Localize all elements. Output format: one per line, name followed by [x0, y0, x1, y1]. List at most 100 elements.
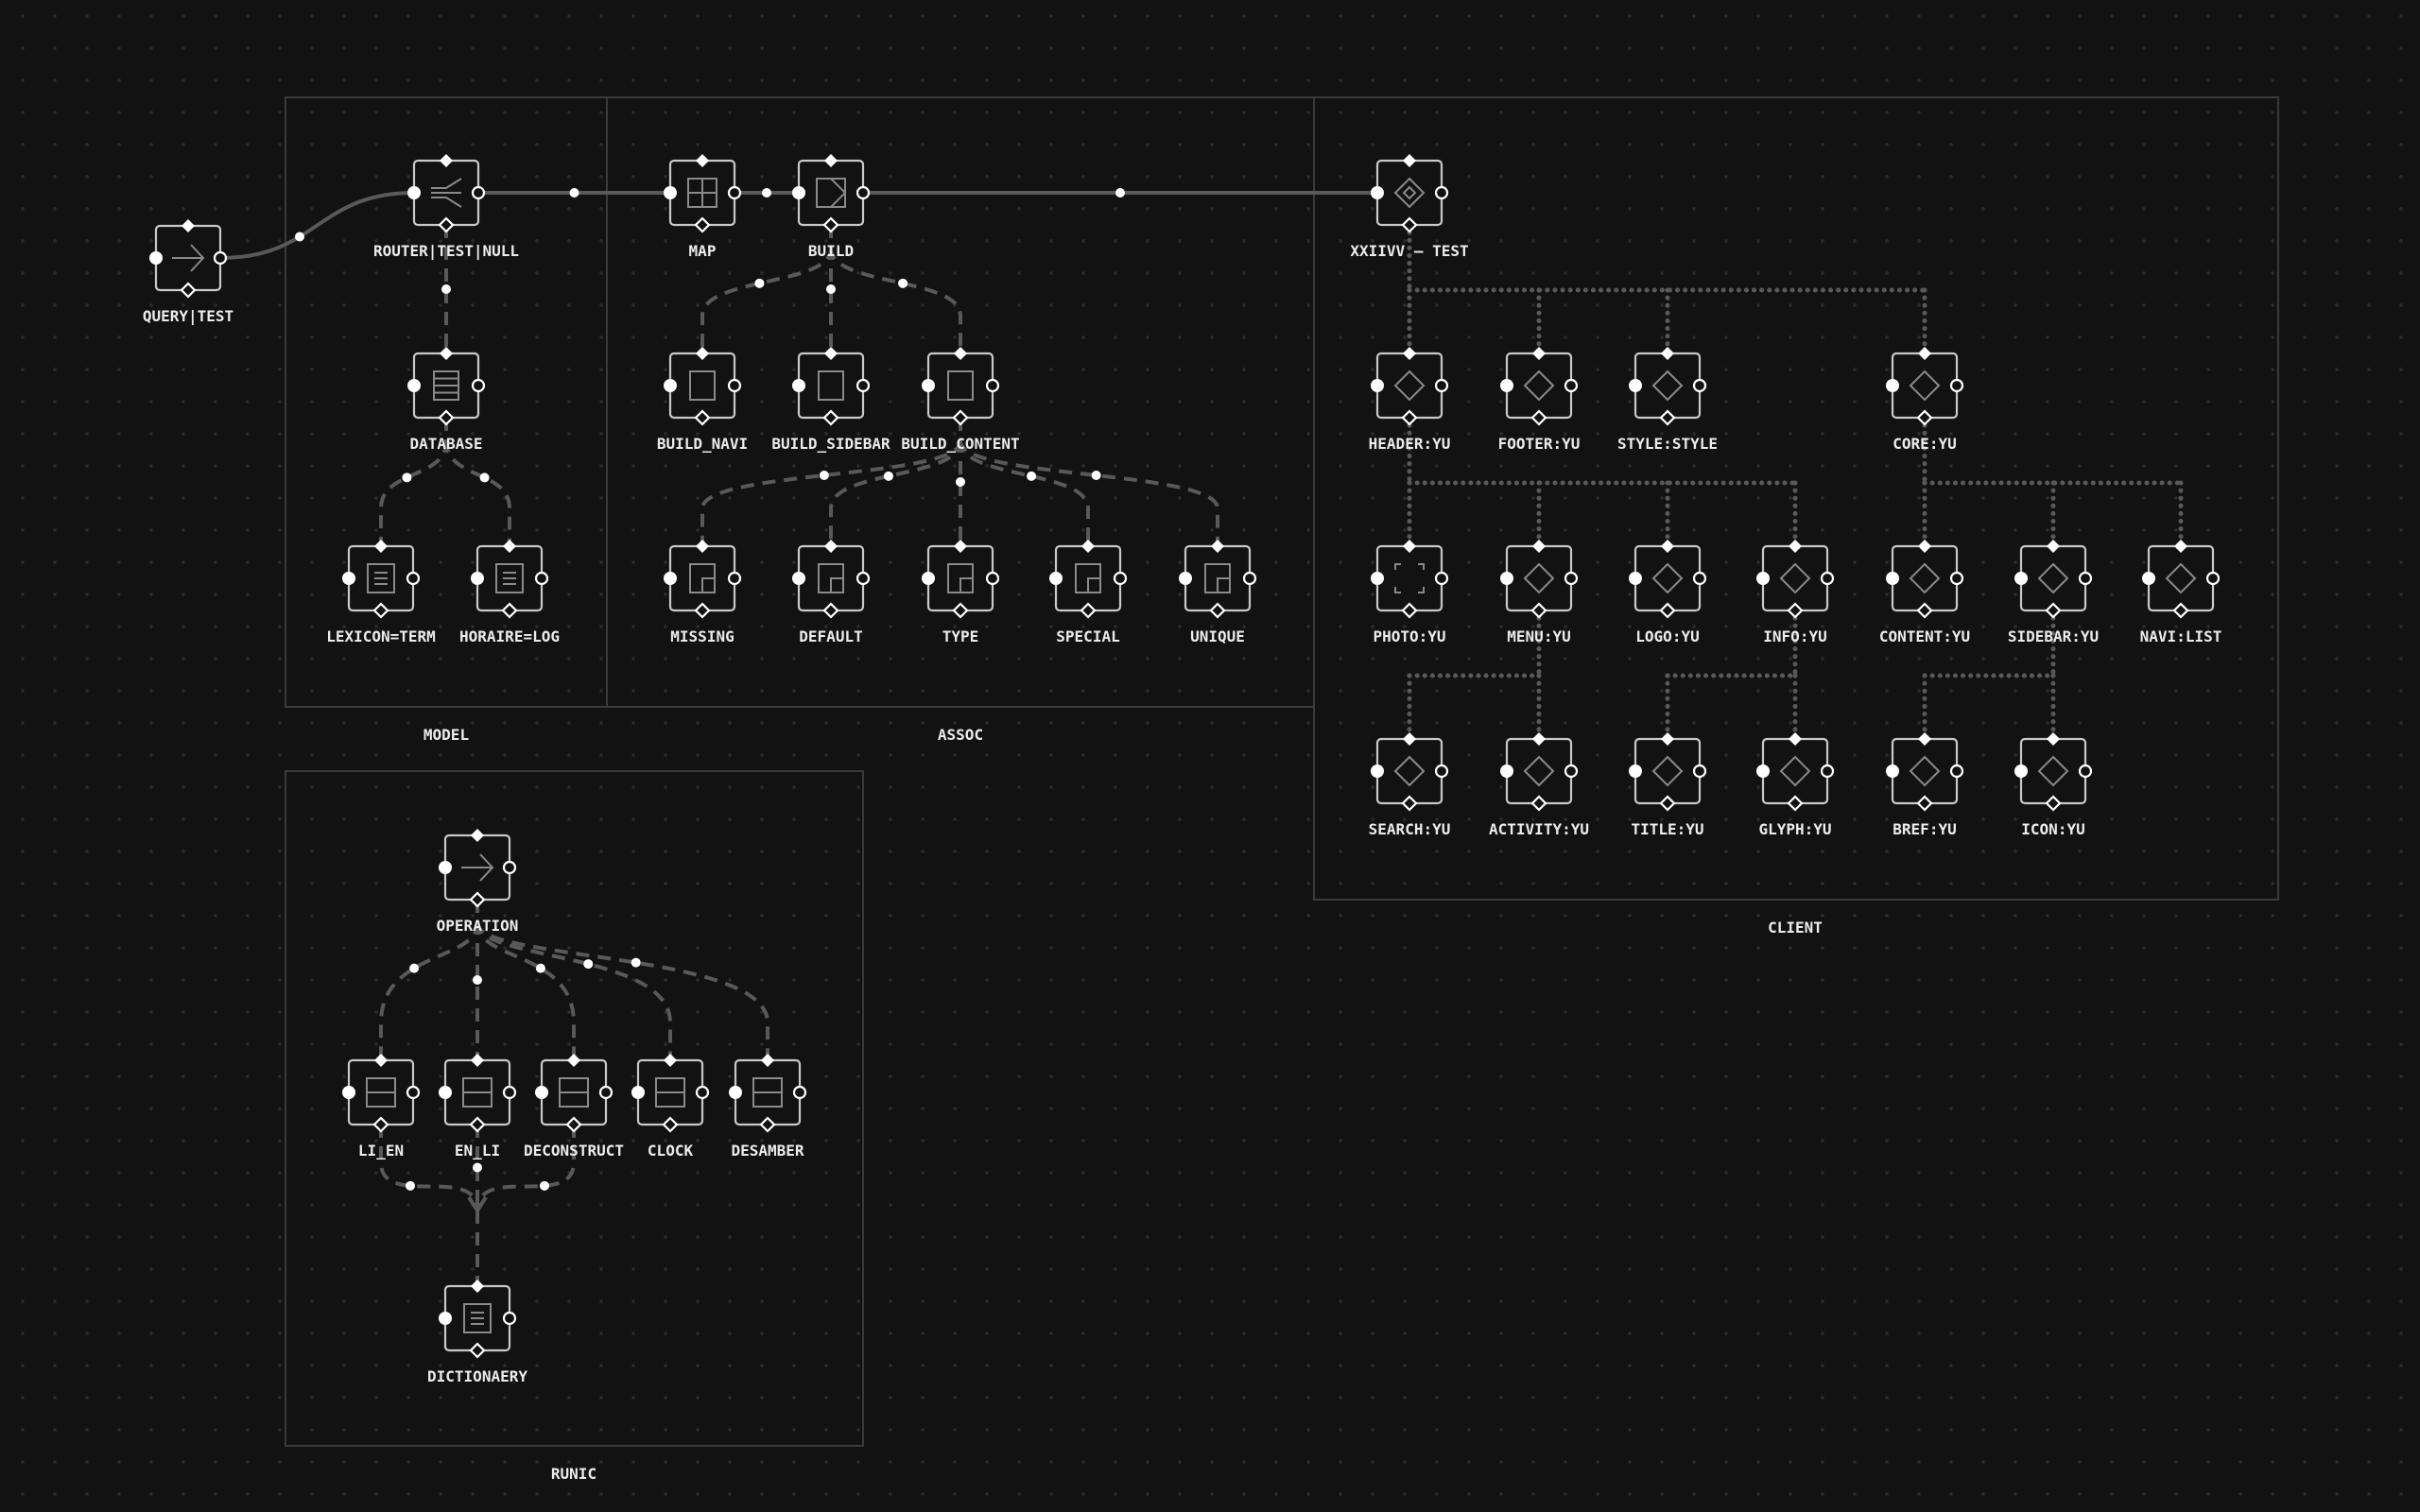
group-client[interactable]: CLIENT — [1313, 96, 2279, 936]
node-box[interactable] — [1634, 352, 1702, 420]
output-port[interactable] — [1242, 571, 1257, 586]
bottom-port[interactable] — [952, 409, 969, 426]
top-port[interactable] — [664, 1054, 677, 1067]
output-port[interactable] — [1434, 378, 1449, 393]
node-content[interactable]: CONTENT:YU — [1879, 540, 1970, 645]
top-port[interactable] — [824, 540, 838, 553]
input-port[interactable] — [1886, 765, 1899, 778]
node-icon[interactable]: ICON:YU — [2014, 732, 2093, 838]
output-port[interactable] — [727, 571, 742, 586]
node-horaire[interactable]: HORAIRE=LOG — [459, 540, 560, 645]
top-port[interactable] — [1532, 347, 1546, 360]
bottom-port[interactable] — [1401, 795, 1418, 812]
output-port[interactable] — [2078, 764, 2093, 779]
bottom-port[interactable] — [694, 216, 711, 233]
top-port[interactable] — [954, 540, 967, 553]
node-box[interactable] — [668, 352, 736, 420]
output-port[interactable] — [985, 571, 1000, 586]
input-port[interactable] — [792, 572, 805, 585]
input-port[interactable] — [2014, 572, 2028, 585]
input-port[interactable] — [407, 379, 421, 392]
top-port[interactable] — [1211, 540, 1224, 553]
bottom-port[interactable] — [952, 602, 969, 619]
top-port[interactable] — [1532, 540, 1546, 553]
top-port[interactable] — [824, 154, 838, 167]
output-port[interactable] — [502, 1311, 517, 1326]
output-port[interactable] — [1949, 378, 1964, 393]
node-box[interactable] — [1891, 352, 1959, 420]
input-port[interactable] — [922, 572, 935, 585]
node-navi[interactable]: NAVI:LIST — [2140, 540, 2222, 645]
node-box[interactable] — [2147, 544, 2215, 612]
input-port[interactable] — [407, 186, 421, 199]
node-deconstruct[interactable]: DECONSTRUCT — [524, 1054, 624, 1160]
edge-midpoint-handle[interactable] — [819, 470, 829, 480]
tree-edges-sidebar[interactable] — [1922, 608, 2056, 742]
output-port[interactable] — [471, 378, 486, 393]
input-port[interactable] — [535, 1086, 548, 1099]
input-port[interactable] — [1500, 572, 1513, 585]
bottom-port[interactable] — [565, 1116, 582, 1133]
node-lexicon[interactable]: LEXICON=TERM — [326, 540, 436, 645]
edge-midpoint-handle[interactable] — [535, 963, 545, 973]
top-port[interactable] — [567, 1054, 580, 1067]
top-port[interactable] — [1918, 732, 1931, 746]
top-port[interactable] — [1532, 732, 1546, 746]
output-port[interactable] — [1564, 764, 1579, 779]
edge-build_content-unique[interactable] — [959, 418, 1219, 546]
bottom-port[interactable] — [1916, 409, 1933, 426]
top-port[interactable] — [2047, 732, 2060, 746]
output-port[interactable] — [1564, 378, 1579, 393]
top-port[interactable] — [1661, 540, 1674, 553]
top-port[interactable] — [696, 347, 709, 360]
bottom-port[interactable] — [1787, 602, 1804, 619]
input-port[interactable] — [1500, 379, 1513, 392]
bottom-port[interactable] — [372, 1116, 389, 1133]
output-port[interactable] — [1434, 571, 1449, 586]
tree-edges-core[interactable] — [1922, 415, 2184, 549]
top-port[interactable] — [696, 540, 709, 553]
output-port[interactable] — [1692, 571, 1707, 586]
top-port[interactable] — [471, 1054, 484, 1067]
edge-operation-desamber[interactable] — [475, 900, 769, 1060]
edge-midpoint-handle[interactable] — [569, 188, 579, 198]
output-port[interactable] — [792, 1085, 807, 1100]
input-port[interactable] — [1629, 765, 1642, 778]
input-port[interactable] — [149, 251, 163, 265]
input-port[interactable] — [1629, 572, 1642, 585]
bottom-port[interactable] — [2045, 602, 2062, 619]
node-box[interactable] — [797, 352, 865, 420]
edge-build-build_content[interactable] — [829, 225, 962, 353]
node-photo[interactable]: PHOTO:YU — [1371, 540, 1449, 645]
input-port[interactable] — [631, 1086, 645, 1099]
output-port[interactable] — [1113, 571, 1128, 586]
node-box[interactable] — [1505, 737, 1573, 805]
node-clock[interactable]: CLOCK — [631, 1054, 710, 1160]
input-port[interactable] — [729, 1086, 742, 1099]
edge-midpoint-handle[interactable] — [1115, 188, 1125, 198]
top-port[interactable] — [1789, 540, 1802, 553]
output-port[interactable] — [406, 571, 421, 586]
top-port[interactable] — [761, 1054, 774, 1067]
input-port[interactable] — [439, 861, 452, 874]
input-port[interactable] — [1756, 572, 1770, 585]
bottom-port[interactable] — [438, 216, 455, 233]
node-box[interactable] — [797, 159, 865, 227]
input-port[interactable] — [1371, 379, 1384, 392]
node-box[interactable] — [1634, 737, 1702, 805]
tree-edges-menu[interactable] — [1407, 608, 1542, 742]
output-port[interactable] — [534, 571, 549, 586]
bottom-port[interactable] — [1080, 602, 1097, 619]
node-build-navi[interactable]: BUILD_NAVI — [657, 347, 748, 453]
input-port[interactable] — [342, 1086, 355, 1099]
edge-midpoint-handle[interactable] — [1091, 470, 1101, 480]
edge-midpoint-handle[interactable] — [762, 188, 771, 198]
edge-midpoint-handle[interactable] — [409, 963, 420, 973]
top-port[interactable] — [1403, 347, 1416, 360]
edge-li_en-dictionaery[interactable] — [379, 1125, 479, 1211]
bottom-port[interactable] — [469, 891, 486, 908]
node-box[interactable] — [1891, 544, 1959, 612]
node-menu[interactable]: MENU:YU — [1500, 540, 1579, 645]
input-port[interactable] — [1179, 572, 1192, 585]
bottom-port[interactable] — [501, 602, 518, 619]
